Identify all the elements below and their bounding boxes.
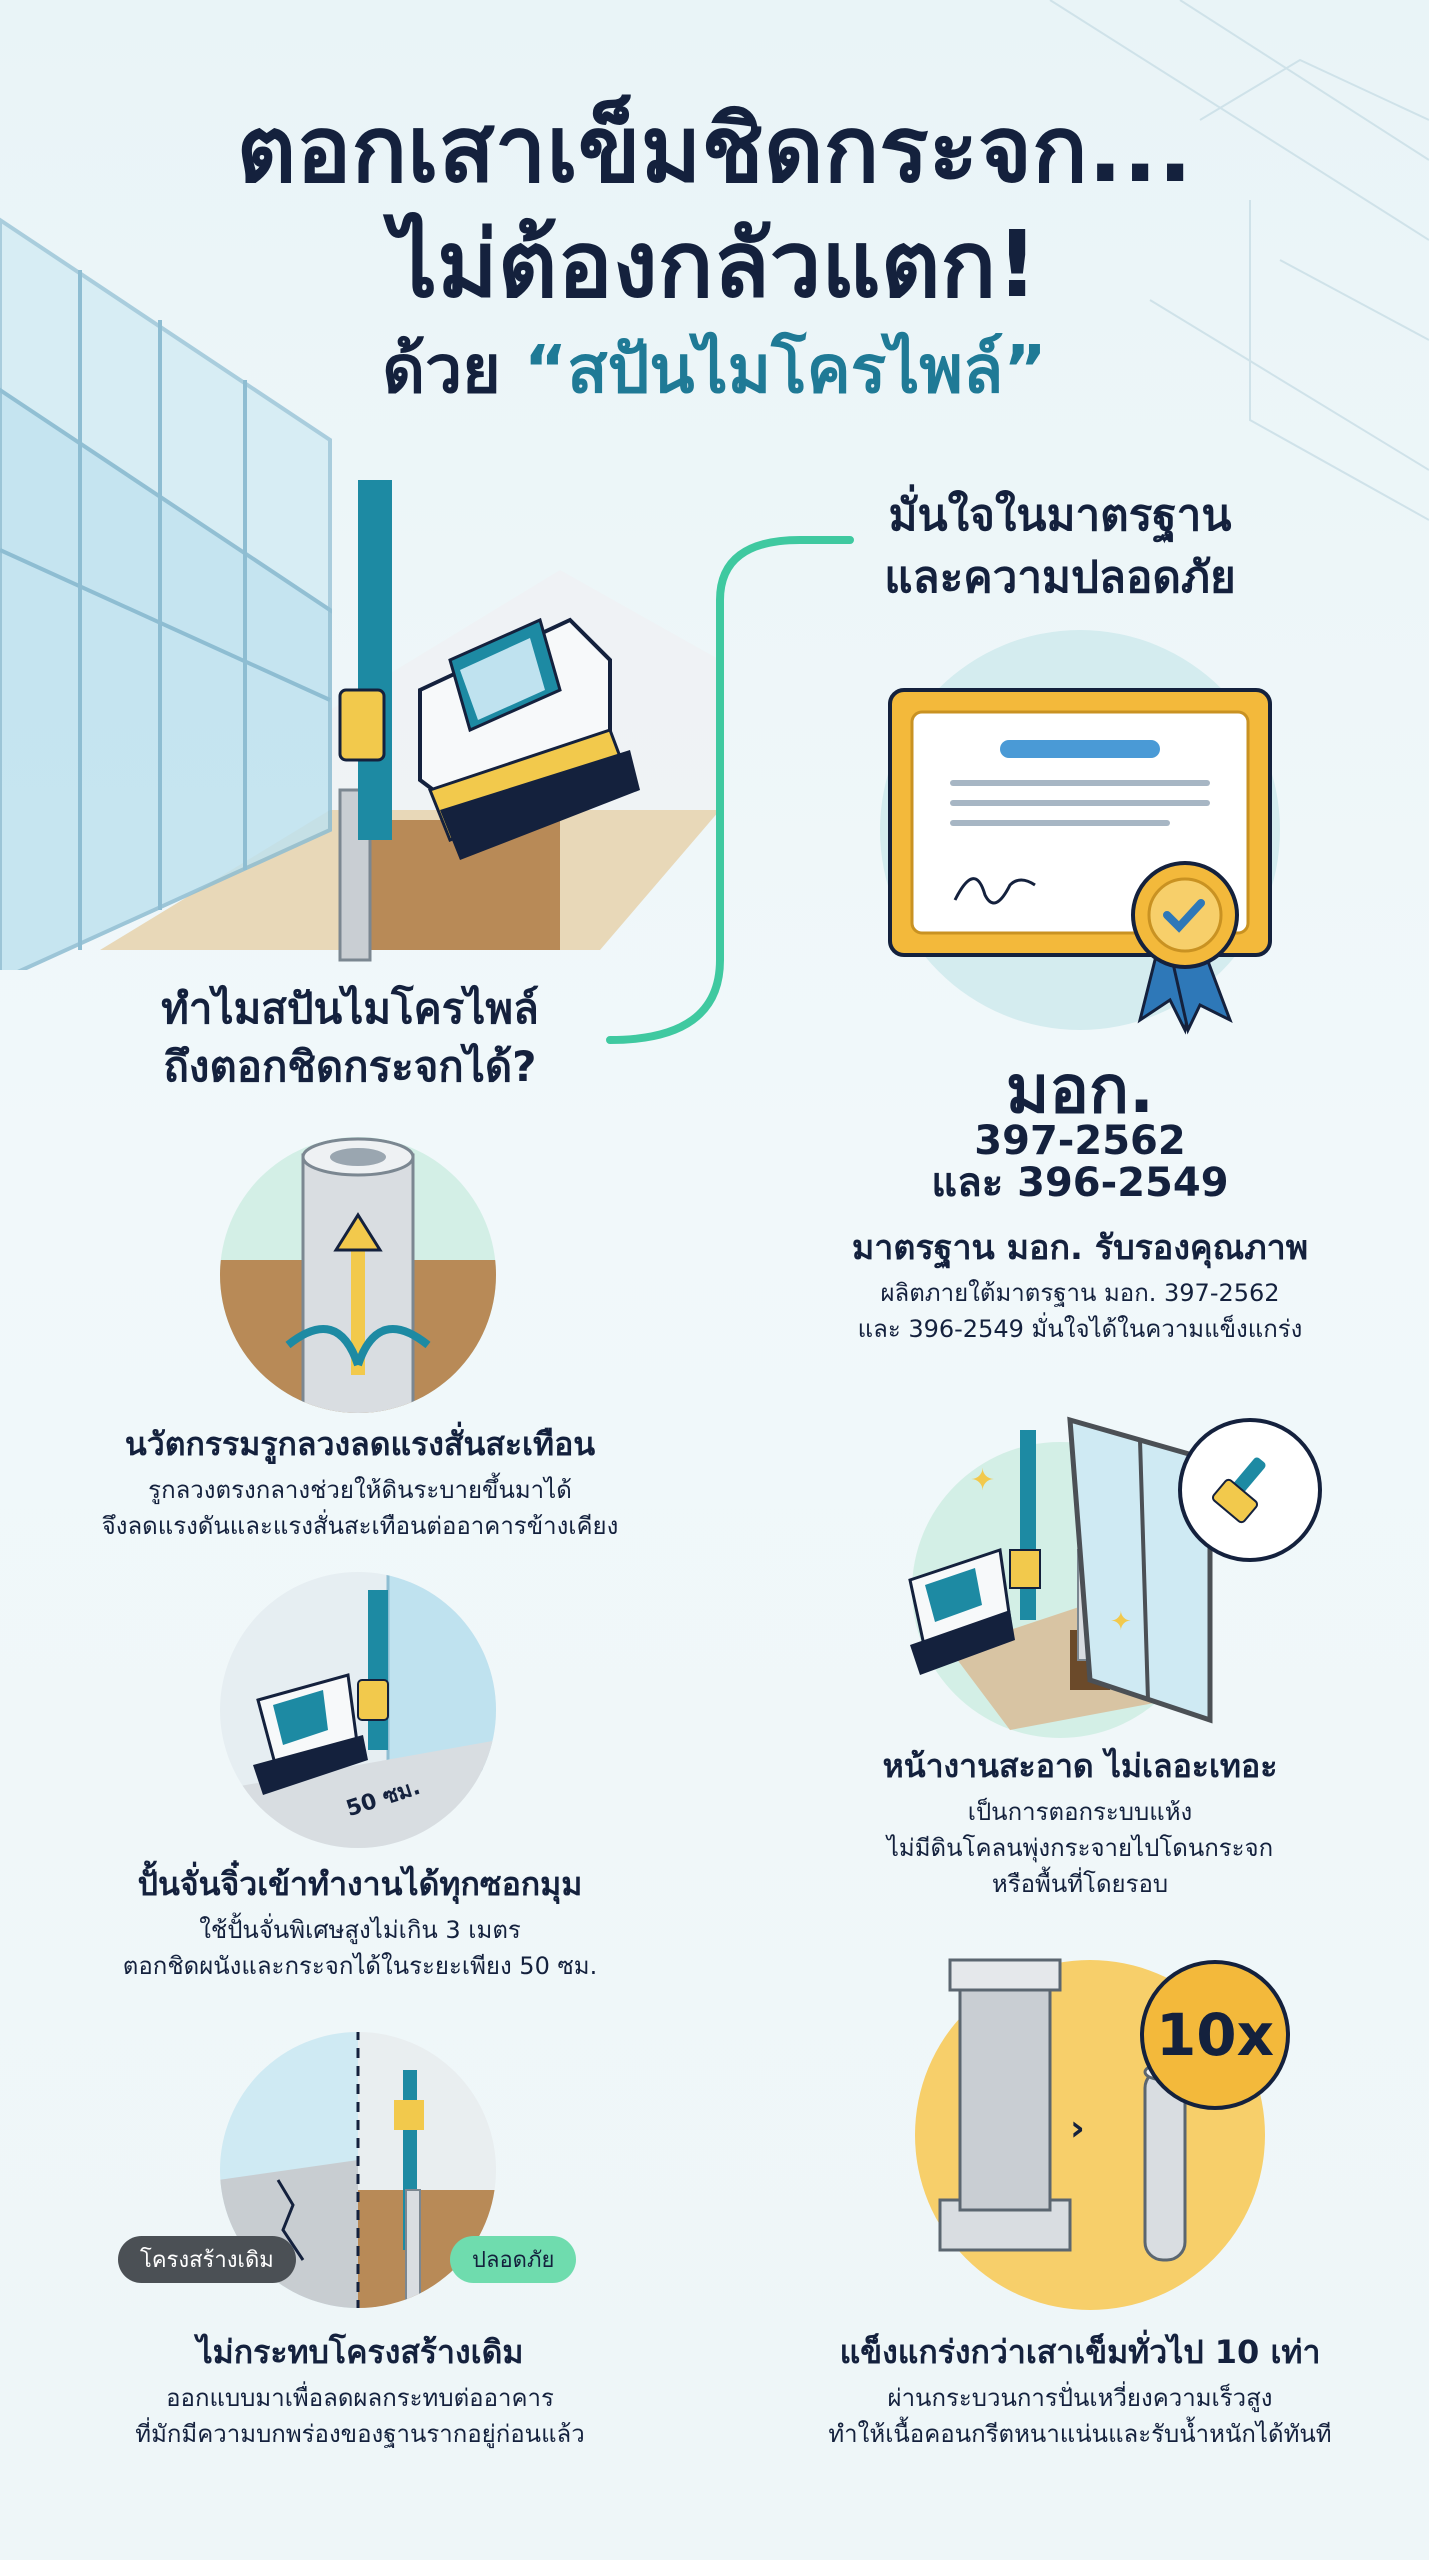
title-prefix: ด้วย: [382, 331, 524, 408]
feature-clean-heading: หน้างานสะอาด ไม่เลอะเทอะ: [882, 1747, 1278, 1785]
svg-text:✦: ✦: [970, 1463, 995, 1498]
connector-line: [606, 536, 854, 1044]
standard-desc-line1: ผลิตภายใต้มาตรฐาน มอก. 397-2562: [880, 1279, 1280, 1307]
feature-structure-desc2: ที่มักมีความบกพร่องของฐานรากอยู่ก่อนแล้ว: [135, 2420, 585, 2448]
svg-text:›: ›: [1070, 2108, 1085, 2149]
title-product-name: “สปันไมโครไพล์”: [523, 331, 1047, 408]
main-title-line1: ตอกเสาเข็มชิดกระจก...: [236, 96, 1193, 203]
certificate-illustration: [880, 630, 1280, 1035]
standard-code: มอก.: [1005, 1051, 1155, 1128]
standard-question: มั่นใจในมาตรฐาน และความปลอดภัย: [820, 485, 1300, 609]
feature-structure-desc1: ออกแบบมาเพื่อลดผลกระทบต่ออาคาร: [166, 2384, 554, 2412]
standard-number-1: 397-2562: [974, 1118, 1186, 1164]
strength-badge-label: 10x: [1155, 2001, 1275, 2069]
feature-crane-desc2: ตอกชิดผนังและกระจกได้ในระยะเพียง 50 ซม.: [122, 1952, 598, 1980]
feature-crane-desc1: ใช้ปั้นจั่นพิเศษสูงไม่เกิน 3 เมตร: [199, 1916, 521, 1944]
standard-number-2: และ 396-2549: [931, 1160, 1229, 1206]
svg-text:✦: ✦: [1110, 1607, 1132, 1637]
standard-question-line1: มั่นใจในมาตรฐาน: [888, 490, 1232, 541]
feature-clean-desc3: หรือพื้นที่โดยรอบ: [991, 1870, 1169, 1898]
feature-strength-desc1: ผ่านกระบวนการปั่นเหวี่ยงความเร็วสูง: [887, 2384, 1273, 2412]
feature-clean-desc2: ไม่มีดินโคลนพุ่งกระจายไปโดนกระจก: [886, 1834, 1274, 1862]
feature-hollow-desc1: รูกลวงตรงกลางช่วยให้ดินระบายขึ้นมาได้: [148, 1476, 572, 1504]
tag-existing-structure: โครงสร้างเดิม: [118, 2236, 296, 2283]
feature-strength-desc2: ทำให้เนื้อคอนกรีตหนาแน่นและรับน้ำหนักได้…: [828, 2420, 1332, 2448]
standard-heading: มาตรฐาน มอก. รับรองคุณภาพ: [851, 1228, 1309, 1268]
feature-structure-heading: ไม่กระทบโครงสร้างเดิม: [196, 2333, 524, 2371]
feature-crane-heading: ปั้นจั่นจิ๋วเข้าทำงานได้ทุกซอกมุม: [137, 1865, 583, 1903]
main-title-line3: ด้วย “สปันไมโครไพล์”: [0, 325, 1429, 415]
standard-question-line2: และความปลอดภัย: [884, 552, 1236, 603]
clean-site-illustration: ✦ ✦: [908, 1416, 1322, 1738]
mini-crane-illustration: [220, 1572, 496, 1848]
feature-strength-heading: แข็งแกร่งกว่าเสาเข็มทั่วไป 10 เท่า: [839, 2333, 1321, 2371]
hollow-pile-illustration: [220, 1137, 496, 1413]
feature-hollow-desc2: จึงลดแรงดันและแรงสั่นสะเทือนต่ออาคารข้าง…: [101, 1512, 619, 1540]
why-question-line1: ทำไมสปันไมโครไพล์: [161, 984, 539, 1033]
why-question: ทำไมสปันไมโครไพล์ ถึงตอกชิดกระจกได้?: [100, 980, 600, 1096]
main-title-line2: ไม่ต้องกลัวแตก!: [390, 211, 1039, 318]
strength-badge: 10x: [1140, 1960, 1290, 2110]
standard-desc-line2: และ 396-2549 มั่นใจได้ในความแข็งแกร่ง: [857, 1315, 1303, 1343]
hero-illustration: [0, 217, 720, 970]
feature-hollow-heading: นวัตกรรมรูกลวงลดแรงสั่นสะเทือน: [124, 1425, 596, 1463]
why-question-line2: ถึงตอกชิดกระจกได้?: [163, 1042, 537, 1091]
tag-safe: ปลอดภัย: [450, 2236, 577, 2283]
feature-clean-desc1: เป็นการตอกระบบแห้ง: [967, 1798, 1193, 1826]
